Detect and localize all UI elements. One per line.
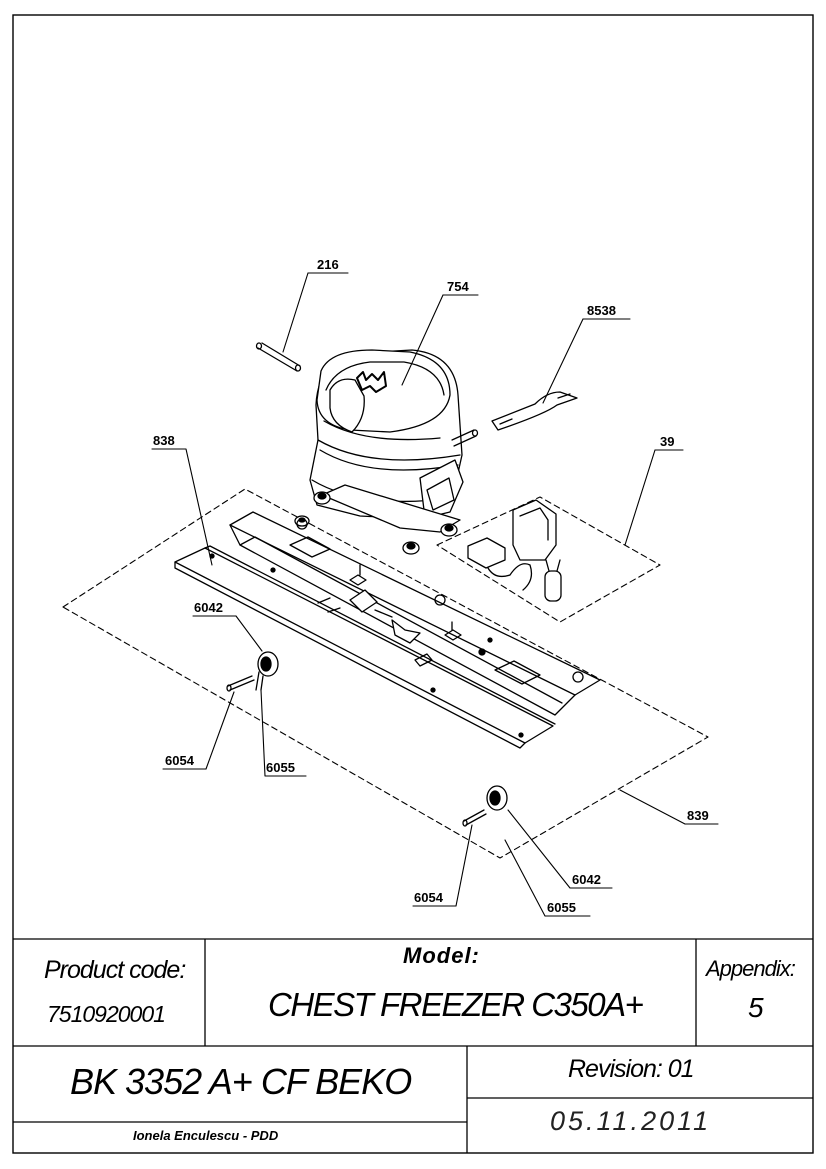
part-label-6055-lower: 6055 <box>547 900 576 915</box>
part-label-6054-upper: 6054 <box>165 753 195 768</box>
main-channel-part <box>229 511 601 716</box>
assembly-drawing <box>62 272 719 917</box>
product-code-value: 7510920001 <box>47 1001 166 1027</box>
electrical-kit-part <box>467 499 562 602</box>
revision: Revision: 01 <box>568 1055 695 1083</box>
title-block-frame <box>13 938 813 1153</box>
grommet-upper-part <box>226 651 279 692</box>
model-value: CHEST FREEZER C350A+ <box>268 986 644 1023</box>
part-label-6054-lower: 6054 <box>414 890 444 905</box>
bracket-part <box>491 391 578 431</box>
part-label-6055-upper: 6055 <box>266 760 295 775</box>
base-plate-outline-dashed <box>62 488 709 859</box>
leader-lines <box>151 272 719 917</box>
product-name: BK 3352 A+ CF BEKO <box>70 1061 412 1102</box>
part-label-39: 39 <box>660 434 674 449</box>
part-label-8538: 8538 <box>587 303 616 318</box>
part-label-6042-lower: 6042 <box>572 872 601 887</box>
mounting-rail-part <box>174 545 556 749</box>
product-code-label: Product code: <box>44 956 186 984</box>
compressor-part <box>294 349 479 555</box>
part-label-838: 838 <box>153 433 175 448</box>
electrical-kit-outline-dashed <box>436 496 661 623</box>
pipe-part <box>255 342 302 372</box>
part-label-839: 839 <box>687 808 709 823</box>
model-label: Model: <box>403 943 480 968</box>
part-label-754: 754 <box>447 279 469 294</box>
grommet-lower-part <box>462 785 508 827</box>
part-label-216: 216 <box>317 257 339 272</box>
sheet-border <box>12 14 814 1154</box>
appendix-value: 5 <box>748 992 764 1023</box>
author: Ionela Enculescu - PDD <box>133 1128 279 1143</box>
part-label-6042-upper: 6042 <box>194 600 223 615</box>
appendix-label: Appendix: <box>706 956 796 981</box>
revision-date: 05.11.2011 <box>550 1106 712 1136</box>
